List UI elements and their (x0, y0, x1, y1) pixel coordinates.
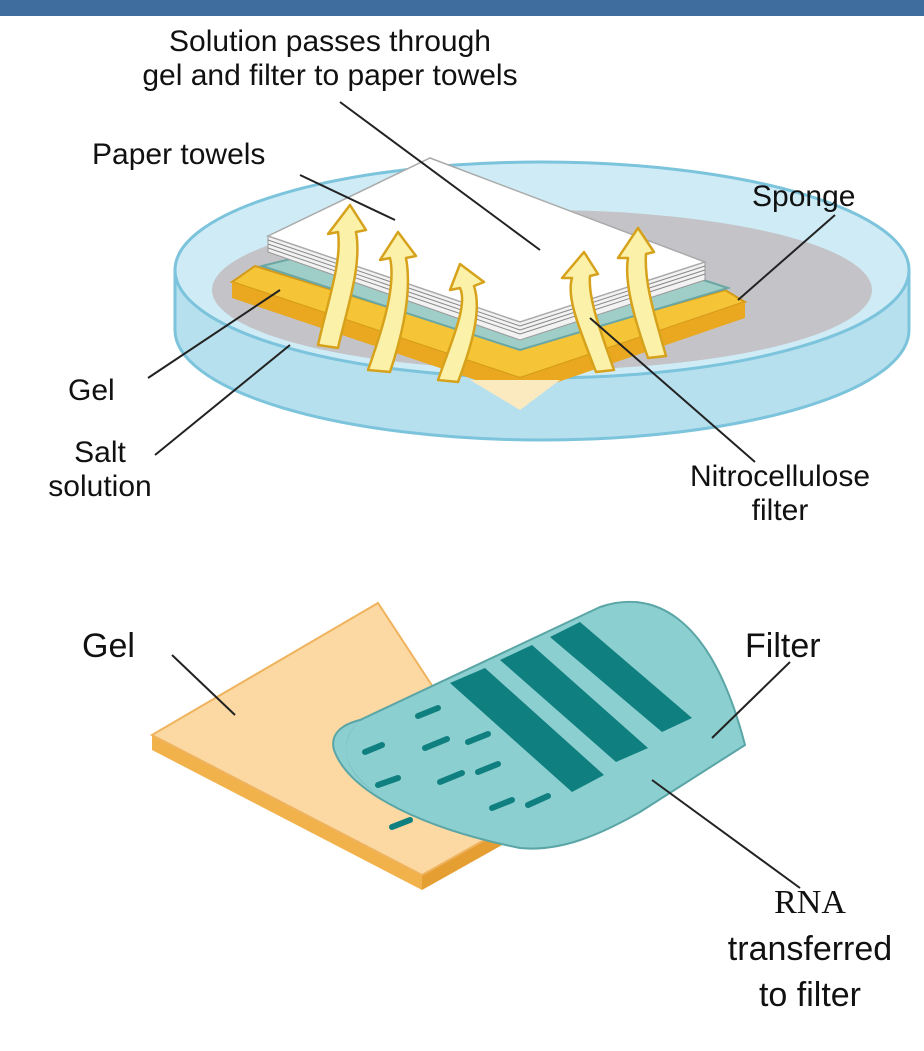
solution-label: Solution passes through gel and filter t… (50, 25, 610, 93)
solution-label-line-1: Solution passes through (50, 25, 610, 59)
sponge-label: Sponge (752, 180, 855, 214)
rna-label-line-1: RNA (700, 880, 920, 926)
filter-label: Filter (745, 627, 821, 665)
gel-label: Gel (68, 374, 115, 408)
solution-label-line-2: gel and filter to paper towels (50, 59, 610, 93)
paper-towels-label: Paper towels (92, 138, 265, 172)
leader-rna (652, 780, 800, 888)
salt-solution-label: Salt solution (20, 436, 180, 504)
rna-label-line-2: transferred (700, 926, 920, 972)
rna-label-line-3: to filter (700, 972, 920, 1018)
salt-label-line-1: Salt (20, 436, 180, 470)
salt-label-line-2: solution (20, 470, 180, 504)
gel-sheet-label: Gel (82, 627, 135, 665)
nitro-label-line-1: Nitrocellulose (645, 460, 915, 494)
rna-label: RNA transferred to filter (700, 880, 920, 1018)
nitro-label-line-2: filter (645, 494, 915, 528)
header-band (0, 0, 924, 16)
rna-transfer-illustration (152, 602, 800, 890)
nitrocellulose-label: Nitrocellulose filter (645, 460, 915, 528)
